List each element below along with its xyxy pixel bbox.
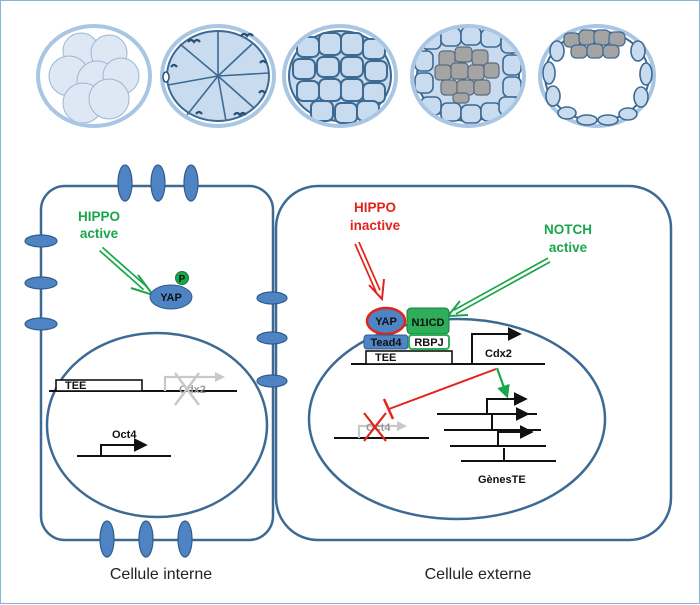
embryo-stage-4 — [410, 24, 526, 128]
cross-icon — [174, 372, 200, 406]
oct4-label-inner: Oct4 — [112, 429, 137, 441]
notch-label-outer: NOTCH — [544, 222, 592, 237]
channel-icon — [256, 331, 288, 345]
channel-icon — [183, 164, 199, 202]
channel-icon — [138, 520, 154, 558]
hippo-active-label-inner: active — [80, 226, 119, 241]
channel-icon — [99, 520, 115, 558]
channel-icon — [24, 317, 58, 331]
rbpj-box — [408, 334, 450, 350]
tead4-label: Tead4 — [371, 337, 403, 349]
embryo-stage-5 — [538, 24, 656, 128]
outer-cell-caption: Cellule externe — [425, 566, 532, 583]
tee-box-outer — [365, 350, 453, 365]
channel-icon — [24, 234, 58, 248]
outer-nucleus — [307, 317, 607, 521]
tee-box-inner — [55, 379, 143, 392]
cdx2-activation-arrow — [495, 367, 510, 399]
genes-te-label: GènesTE — [478, 474, 526, 486]
rbpj-label: RBPJ — [414, 337, 443, 349]
yap-label-outer: YAP — [375, 316, 397, 328]
channel-icon — [256, 291, 288, 305]
phospho-label: P — [179, 274, 186, 285]
hippo-label-inner: HIPPO — [78, 209, 120, 224]
hippo-inactive-label-outer: inactive — [350, 218, 401, 233]
inner-dna-oct4-track: Oct4 — [77, 429, 171, 457]
channel-icon — [150, 164, 166, 202]
yap-label-inner: YAP — [160, 292, 182, 304]
channel-icon — [24, 276, 58, 290]
phosphate-badge — [175, 271, 189, 285]
cdx2-label-outer: Cdx2 — [485, 348, 512, 360]
inner-dna-tee-track: TEE Cdx2 — [49, 372, 237, 406]
membrane-channels-shared — [256, 291, 288, 388]
membrane-channels-inner — [24, 164, 199, 558]
tee-label-outer: TEE — [375, 352, 396, 364]
hippo-label-outer: HIPPO — [354, 200, 396, 215]
outer-dna-tee-track: TEE Cdx2 — [351, 327, 545, 365]
n1icd-label: N1ICD — [411, 317, 444, 329]
notch-active-label-outer: active — [549, 240, 588, 255]
inner-nucleus — [45, 331, 269, 519]
transcription-complex: N1ICD YAP Tead4 RBPJ — [363, 306, 450, 350]
hippo-inactive-arrow — [354, 241, 385, 302]
embryo-stage-3 — [282, 24, 398, 128]
inner-cell-caption: Cellule interne — [110, 566, 212, 583]
cdx2-repression-arrow — [382, 368, 497, 420]
channel-icon — [177, 520, 193, 558]
embryo-stage-2 — [160, 24, 276, 128]
embryo-stage-1 — [36, 24, 152, 128]
channel-icon — [117, 164, 133, 202]
yap-protein — [149, 284, 193, 310]
yap-protein-outer — [365, 306, 407, 336]
outer-cell: HIPPO inactive NOTCH active N1ICD YAP Te… — [256, 184, 673, 583]
cross-icon — [363, 412, 387, 442]
trophectoderm-genes: GènesTE — [437, 392, 556, 486]
channel-icon — [256, 374, 288, 388]
inner-cell: HIPPO active YAP P TEE Cdx2 — [24, 164, 275, 583]
outer-dna-oct4-track: Oct4 — [334, 412, 429, 442]
yap-phospho-inner: YAP P — [149, 271, 193, 310]
tee-label-inner: TEE — [65, 380, 86, 392]
